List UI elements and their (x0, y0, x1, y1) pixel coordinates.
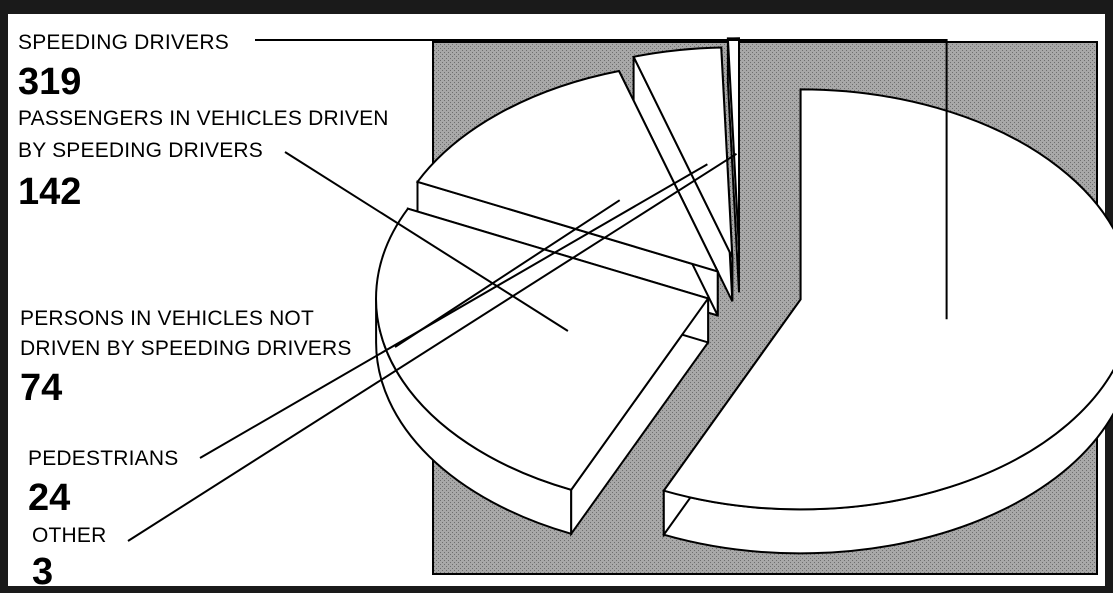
pie-slice-speeding-drivers (662, 88, 1113, 555)
slice-label-persons-line2: DRIVEN BY SPEEDING DRIVERS (20, 337, 352, 360)
slice-value-passengers: 142 (18, 171, 82, 213)
slice-label-pedestrians: PEDESTRIANS (28, 447, 179, 470)
leader-line-pedestrians (199, 163, 708, 459)
pie-slice-passengers (375, 207, 710, 537)
slice-top-speeding-drivers (662, 88, 1113, 511)
slice-top-persons-not-speeding (415, 69, 720, 274)
slice-label-speeding-drivers: SPEEDING DRIVERS (18, 31, 229, 54)
leader-line-passengers (284, 151, 569, 332)
slice-label-passengers-line2: BY SPEEDING DRIVERS (18, 139, 263, 162)
slice-top-other (726, 37, 740, 249)
slice-value-speeding-drivers: 319 (18, 61, 82, 103)
slice-label-passengers-line1: PASSENGERS IN VEHICLES DRIVEN (18, 107, 389, 130)
pie-slices (375, 37, 1113, 555)
slice-top-pedestrians (632, 46, 734, 258)
leader-line-speeding-drivers (255, 39, 948, 320)
pie-slice-other (726, 37, 740, 293)
slice-label-persons-line1: PERSONS IN VEHICLES NOT (20, 307, 314, 330)
slice-value-other: 3 (32, 551, 54, 593)
slice-label-other: OTHER (32, 524, 107, 547)
leader-lines (127, 39, 948, 542)
slice-value-pedestrians: 24 (28, 477, 71, 519)
slice-value-persons: 74 (20, 367, 63, 409)
leader-line-other (127, 152, 738, 542)
